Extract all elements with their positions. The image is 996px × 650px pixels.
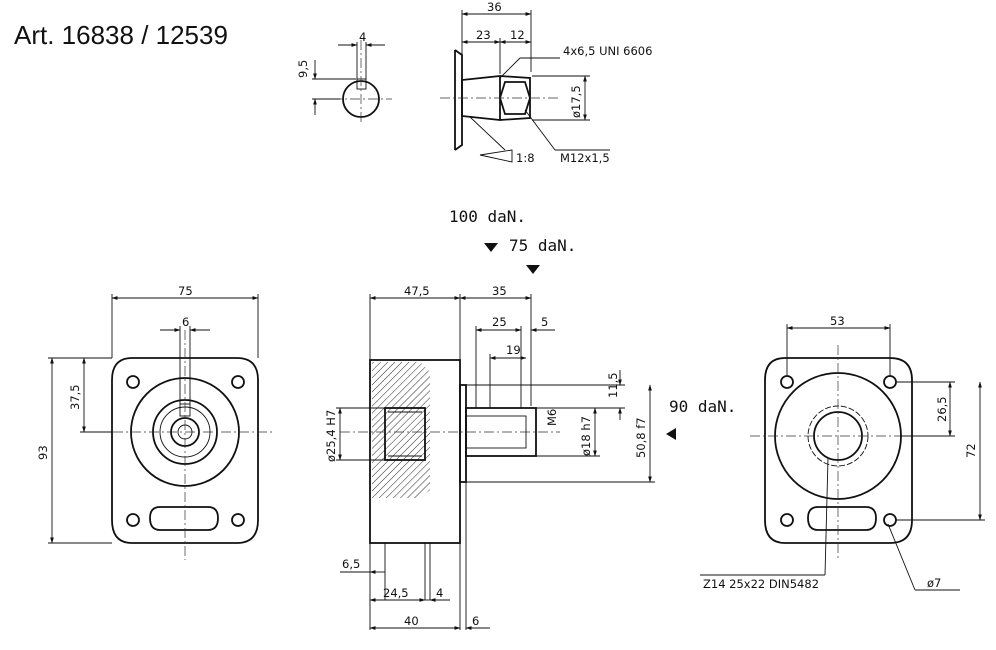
side-shaft-length-label: 35 — [492, 284, 507, 298]
rear-hole-diameter-label: ø7 — [927, 576, 941, 590]
front-center-offset-label: 37,5 — [68, 384, 82, 410]
taper-length-b-label: 12 — [510, 28, 525, 42]
taper-length-a-label: 23 — [476, 28, 491, 42]
inlet-port — [384, 407, 426, 461]
front-view: 75 6 93 37,5 — [36, 284, 275, 560]
side-view: 47,5 35 25 5 19 11,5 M6 ø18 h7 50,8 f7 ø… — [324, 284, 655, 630]
radial-load-1-arrow — [484, 243, 498, 252]
side-pilot-diameter-label: 50,8 f7 — [634, 417, 648, 458]
taper-ratio-label: 1:8 — [516, 151, 535, 165]
front-width-label: 75 — [178, 284, 193, 298]
side-thread-label: M6 — [545, 409, 559, 426]
keyway-slot — [356, 78, 367, 90]
side-chamfer-label: 5 — [541, 315, 548, 329]
side-dim-40-label: 40 — [404, 614, 419, 628]
key-height-label: 9,5 — [296, 60, 310, 78]
taper-total-length-label: 36 — [487, 0, 502, 14]
axial-load-label: 90 daN. — [669, 397, 736, 416]
front-bolt-hole — [126, 375, 140, 389]
rear-height-label: 72 — [964, 443, 978, 458]
side-port-diameter-label: ø25,4 H7 — [324, 410, 338, 462]
radial-load-1-label: 100 daN. — [449, 207, 526, 226]
side-dim-6-label: 6 — [472, 614, 479, 628]
key-detail-view: 4 9,5 — [296, 30, 392, 124]
side-spline-length-label: 25 — [492, 315, 507, 329]
rear-bolt-hole — [883, 375, 897, 389]
rear-offset-label: 26,5 — [935, 396, 949, 422]
key-width-label: 4 — [359, 30, 366, 44]
taper-thread-label: M12x1,5 — [560, 151, 610, 165]
side-shaft-diameter-label: ø18 h7 — [579, 416, 593, 456]
rear-drain-slot — [807, 506, 877, 531]
axial-load-arrow — [666, 428, 676, 440]
side-dim-4-label: 4 — [436, 586, 443, 600]
front-slot-width-label: 6 — [182, 315, 189, 329]
front-drain-slot — [149, 506, 219, 531]
rear-spline-spec-label: Z14 25x22 DIN5482 — [703, 577, 819, 591]
side-shaft-offset-label: 11,5 — [606, 372, 620, 398]
taper-diameter-label: ø17,5 — [569, 85, 583, 118]
front-bolt-hole — [231, 513, 245, 527]
key-spec-label: 4x6,5 UNI 6606 — [563, 44, 652, 58]
rear-bolt-hole — [883, 513, 897, 527]
rear-hole-span-label: 53 — [830, 314, 845, 328]
rear-flange-outline — [764, 357, 913, 544]
side-body-length-label: 47,5 — [404, 284, 430, 298]
front-height-label: 93 — [36, 445, 50, 460]
taper-detail-view: 36 23 12 4x6,5 UNI 6606 ø17,5 1:8 M12x1,… — [440, 0, 652, 165]
side-dim-6-5-label: 6,5 — [342, 557, 360, 571]
side-spline-useful-label: 19 — [506, 343, 521, 357]
front-bolt-hole — [126, 513, 140, 527]
rear-view: 53 26,5 72 Z14 25x22 DIN5482 ø7 — [700, 314, 985, 591]
radial-load-2-label: 75 daN. — [509, 236, 576, 255]
radial-load-2-arrow — [526, 265, 540, 274]
front-flange-outline — [111, 357, 259, 544]
rear-bolt-hole — [780, 375, 794, 389]
rear-bolt-hole — [780, 513, 794, 527]
load-annotations: 100 daN. 75 daN. 90 daN. — [449, 207, 736, 440]
article-title: Art. 16838 / 12539 — [14, 20, 228, 50]
side-dim-24-5-label: 24,5 — [383, 586, 409, 600]
front-bolt-hole — [231, 375, 245, 389]
